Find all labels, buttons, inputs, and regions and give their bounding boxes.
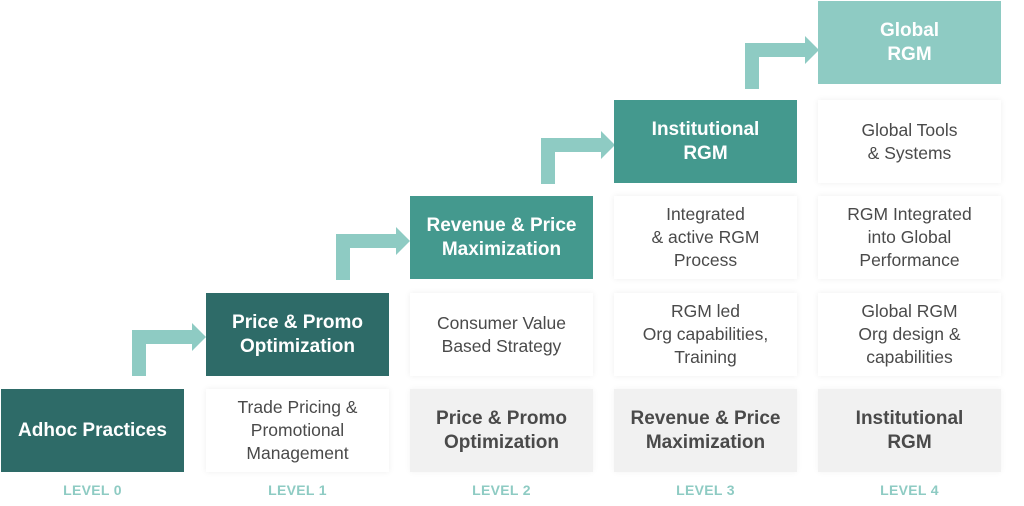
step-arrow-2-to-3 <box>541 131 615 184</box>
level-1-label: LEVEL 1 <box>268 482 327 498</box>
level-4-title: Global RGM <box>818 1 1001 84</box>
level-3-previous-level: Revenue & Price Maximization <box>614 389 797 472</box>
level-2-card-1: Consumer Value Based Strategy <box>410 293 593 376</box>
level-4-label: LEVEL 4 <box>880 482 939 498</box>
level-4-card-2: RGM Integrated into Global Performance <box>818 196 1001 279</box>
level-4-card-3: Global RGM Org design & capabilities <box>818 293 1001 376</box>
level-1-card-1: Trade Pricing & Promotional Management <box>206 389 389 472</box>
level-2-title: Revenue & Price Maximization <box>410 196 593 279</box>
level-2-previous-level: Price & Promo Optimization <box>410 389 593 472</box>
level-3-label: LEVEL 3 <box>676 482 735 498</box>
level-0-label: LEVEL 0 <box>63 482 122 498</box>
step-arrow-3-to-4 <box>745 36 819 89</box>
arrow-icon <box>745 36 819 89</box>
level-1-title: Price & Promo Optimization <box>206 293 389 376</box>
step-arrow-0-to-1 <box>132 323 206 376</box>
step-arrow-1-to-2 <box>336 227 410 280</box>
level-4-previous-level: Institutional RGM <box>818 389 1001 472</box>
level-0-title: Adhoc Practices <box>1 389 184 472</box>
level-3-title: Institutional RGM <box>614 100 797 183</box>
level-2-label: LEVEL 2 <box>472 482 531 498</box>
level-3-card-2: RGM led Org capabilities, Training <box>614 293 797 376</box>
level-4-card-1: Global Tools & Systems <box>818 100 1001 183</box>
arrow-icon <box>541 131 615 184</box>
arrow-icon <box>336 227 410 280</box>
level-3-card-1: Integrated & active RGM Process <box>614 196 797 279</box>
arrow-icon <box>132 323 206 376</box>
